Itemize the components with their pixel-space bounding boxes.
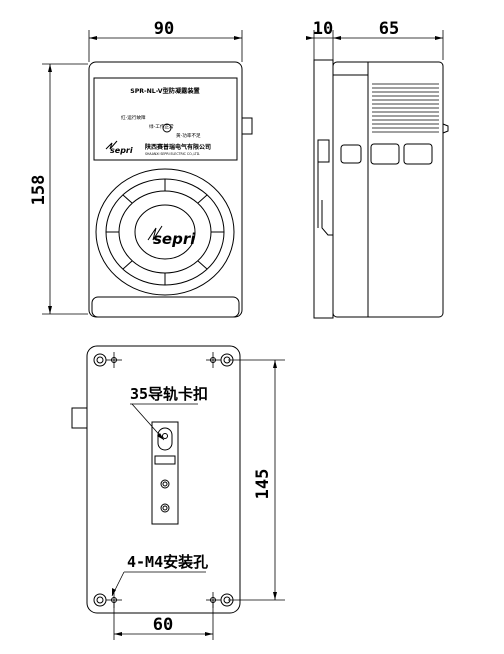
fan-grille <box>95 168 235 296</box>
mount-hole-top-right <box>206 352 234 368</box>
dimension-mount-width: 60 <box>113 600 214 640</box>
callout-mount-holes: 4-M4安装孔 <box>111 553 208 597</box>
mount-hole-top-left <box>93 352 122 368</box>
back-side-tab <box>71 407 88 429</box>
side-window-2 <box>370 143 400 165</box>
side-rail-clip <box>313 59 334 319</box>
svg-text:sepri: sepri <box>153 230 196 248</box>
front-side-tab <box>241 117 253 135</box>
dim-60-label: 60 <box>153 615 173 635</box>
mount-holes-label: 4-M4安装孔 <box>127 553 208 571</box>
back-view: 35导轨卡扣 4-M4安装孔 145 60 <box>71 345 285 640</box>
mount-hole-bottom-left <box>93 592 122 608</box>
panel-company-cn: 陕西赛普瑞电气有限公司 <box>145 143 211 151</box>
side-knob <box>442 123 449 134</box>
side-window-1 <box>340 144 362 164</box>
panel-logo-icon: sepri <box>105 140 133 155</box>
dimension-front-width: 90 <box>88 19 243 62</box>
dim-158-label: 158 <box>29 175 49 206</box>
side-body <box>332 61 444 318</box>
side-vent-slots <box>372 83 439 133</box>
label-panel <box>93 77 238 161</box>
rail-clip-label: 35导轨卡扣 <box>130 385 208 403</box>
dim-10-label: 10 <box>313 19 333 39</box>
dimension-height: 158 <box>29 63 88 315</box>
front-base <box>91 296 240 318</box>
dim-65-label: 65 <box>379 19 399 39</box>
svg-text:sepri: sepri <box>110 146 133 155</box>
panel-company-en: SHAANXI SEPRI ELECTRIC CO.,LTD. <box>145 152 200 156</box>
back-body <box>86 345 241 614</box>
front-view: 90 158 SPR-NL-V型防凝露装置 红-运行故障 绿-工作正常 黄-功率… <box>29 19 253 318</box>
side-window-3 <box>403 143 433 165</box>
center-logo-icon: sepri <box>147 225 196 248</box>
dimension-mount-height: 145 <box>228 359 285 601</box>
back-rail-clip <box>151 421 179 525</box>
callout-rail-clip: 35导轨卡扣 <box>130 385 208 441</box>
dim-90-label: 90 <box>154 19 174 39</box>
side-view: 10 65 <box>306 19 449 319</box>
panel-legend-yellow: 黄-功率不足 <box>176 132 201 139</box>
panel-legend-green: 绿-工作正常 <box>149 123 174 130</box>
dim-145-label: 145 <box>253 469 273 500</box>
status-led <box>162 123 172 133</box>
dimension-side: 10 65 <box>306 19 444 60</box>
panel-model-text: SPR-NL-V型防凝露装置 <box>130 87 199 95</box>
panel-legend-red: 红-运行故障 <box>121 114 146 121</box>
